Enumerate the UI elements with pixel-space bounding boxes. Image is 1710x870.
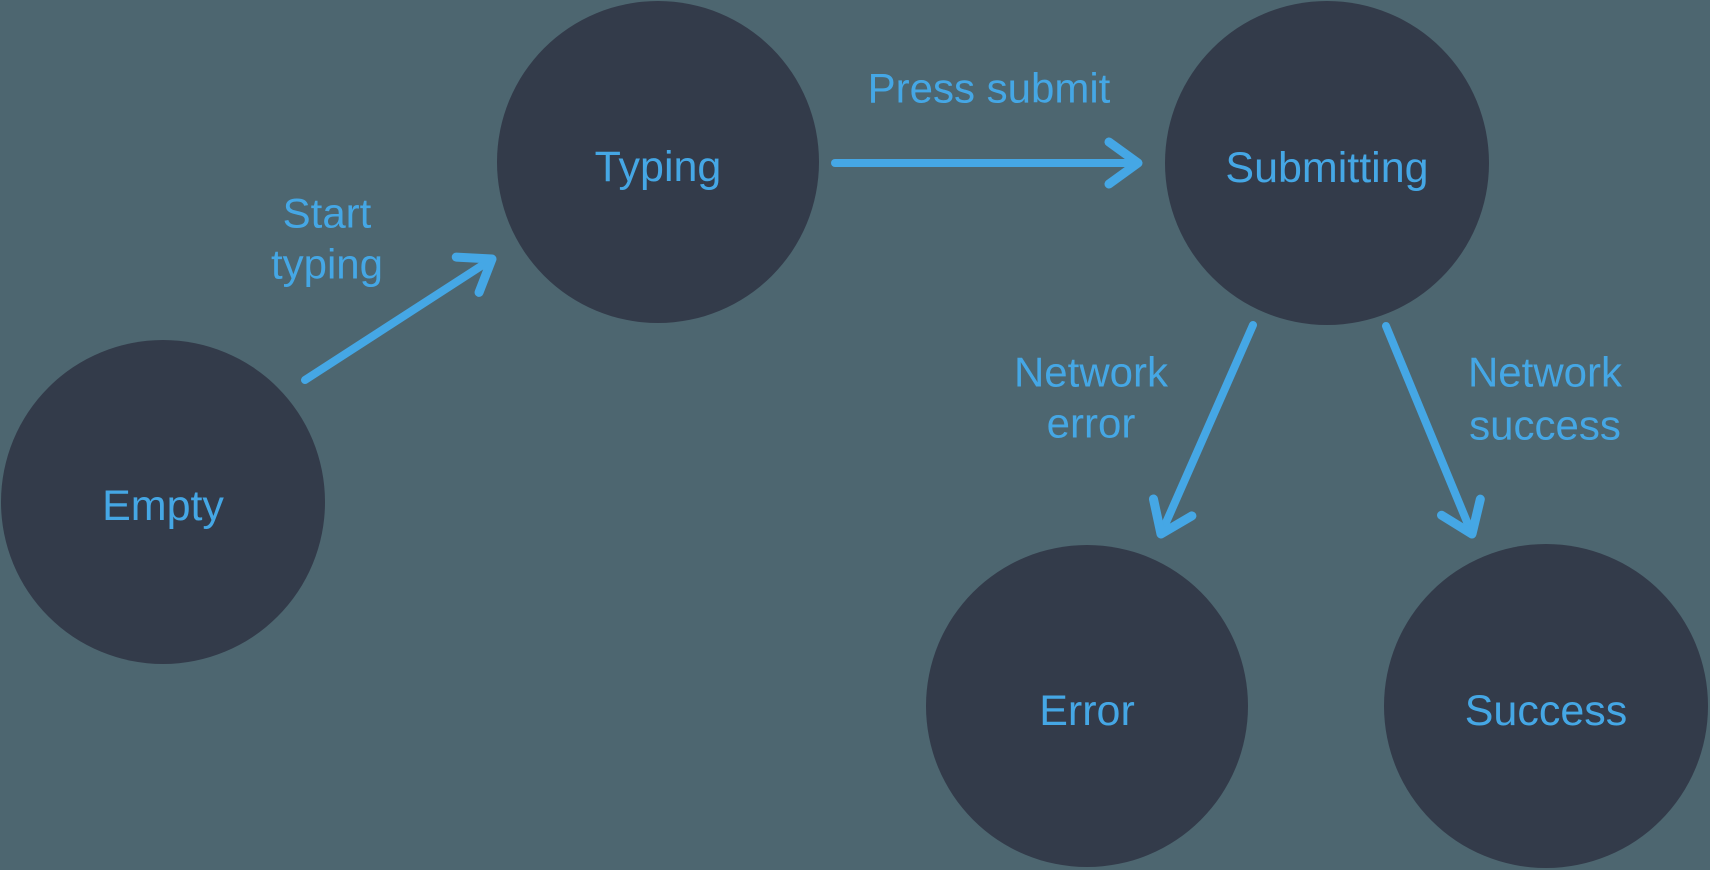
- state-node-success: [1384, 544, 1708, 868]
- edge-network-error-label-line1: Network: [1014, 349, 1169, 396]
- edge-press-submit-label: Press submit: [868, 65, 1111, 112]
- state-label-typing: Typing: [595, 143, 722, 191]
- state-label-submitting: Submitting: [1225, 144, 1428, 192]
- edge-network-success-arrow: [1382, 322, 1485, 539]
- state-label-error: Error: [1039, 687, 1135, 735]
- state-node-empty: [1, 340, 325, 664]
- state-node-typing: [497, 1, 819, 323]
- state-node-submitting: [1165, 1, 1489, 325]
- edge-network-error-label-line2: error: [1047, 400, 1136, 447]
- state-label-empty: Empty: [102, 482, 224, 530]
- edge-start-typing-label-line1: Start: [283, 190, 372, 237]
- edge-network-error-arrow: [1148, 321, 1257, 539]
- edge-network-success-label-line1: Network: [1468, 349, 1623, 396]
- state-node-error: [926, 545, 1248, 867]
- edge-start-typing-label-line2: typing: [271, 241, 383, 288]
- edge-network-success-label-line2: success: [1469, 402, 1621, 449]
- state-label-success: Success: [1465, 687, 1628, 735]
- edge-start-typing-arrow: [301, 252, 497, 384]
